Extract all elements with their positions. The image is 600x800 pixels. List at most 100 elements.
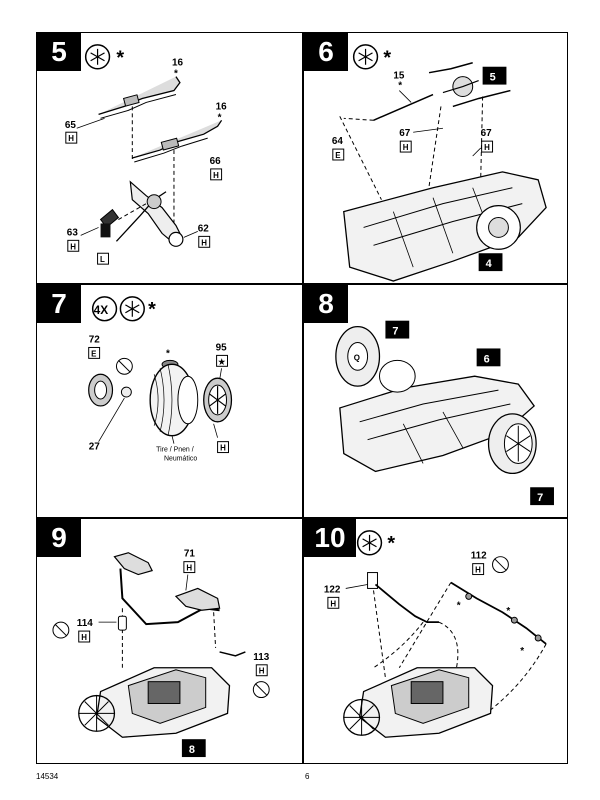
step-number: 7 [37, 285, 81, 323]
svg-text:*: * [218, 112, 222, 123]
svg-text:7: 7 [537, 492, 543, 504]
step-8-panel: 8 7 Q 6 7 [303, 284, 568, 518]
svg-text:H: H [68, 134, 74, 143]
no-glue-icon [115, 357, 133, 375]
chassis-frame [343, 171, 547, 282]
svg-text:15: 15 [393, 71, 405, 82]
svg-text:66: 66 [210, 156, 222, 167]
svg-text:H: H [330, 599, 336, 608]
svg-text:*: * [148, 299, 156, 321]
svg-text:Q: Q [354, 353, 360, 362]
front-wheel: Q [335, 325, 381, 387]
step-number: 6 [304, 33, 348, 71]
tire [149, 363, 199, 437]
glue-icon [356, 530, 383, 556]
svg-text:112: 112 [471, 551, 487, 562]
part-122-rod [367, 572, 439, 624]
glue-icon [119, 296, 145, 322]
wheel-rim [203, 377, 233, 423]
svg-text:62: 62 [198, 223, 210, 234]
svg-text:H: H [201, 238, 207, 247]
svg-text:71: 71 [184, 549, 196, 560]
svg-text:*: * [166, 348, 170, 359]
step-5-panel: 5 * 16 * 16 * [36, 32, 303, 284]
svg-text:67: 67 [481, 128, 493, 139]
step-number: 8 [304, 285, 348, 323]
svg-text:8: 8 [189, 744, 195, 756]
svg-text:6: 6 [484, 353, 490, 365]
engine-assembly [78, 667, 231, 738]
no-glue-icon [492, 556, 509, 574]
cement-star: * [116, 47, 124, 69]
multiplier-badge: 4X [91, 296, 118, 322]
ref-step-5: 5 [490, 72, 496, 84]
tire-label: Tire / Pnen / [156, 447, 194, 454]
svg-text:E: E [335, 151, 340, 160]
svg-text:★: ★ [218, 357, 226, 366]
svg-text:16: 16 [216, 101, 228, 112]
svg-text:67: 67 [399, 128, 411, 139]
part-71-bracket [113, 552, 221, 626]
svg-text:H: H [484, 143, 490, 152]
svg-text:*: * [383, 47, 391, 69]
instruction-grid: 5 * 16 * 16 * [36, 32, 568, 764]
svg-text:*: * [520, 646, 524, 657]
step-9-panel: 9 71 H 114 H 113 [36, 518, 303, 764]
svg-text:7: 7 [392, 326, 398, 338]
svg-text:H: H [70, 242, 76, 251]
no-glue-icon [252, 681, 270, 699]
part-112-bar [450, 581, 547, 645]
steering-linkage [99, 180, 184, 247]
step-10-panel: 10 * 112 H * * * 1 [303, 518, 568, 764]
step-number: 10 [304, 519, 356, 557]
svg-text:H: H [81, 633, 87, 642]
page-code: 14534 [36, 772, 59, 781]
step-6-panel: 6 * 5 15 * 64 E [303, 32, 568, 284]
rear-wheel [487, 413, 537, 475]
step-7-drawing: 4X * 72 E 27 * [88, 296, 233, 462]
engine-assembly [343, 667, 494, 738]
step-9-drawing: 71 H 114 H 113 H [52, 549, 270, 758]
glue-icon [84, 44, 111, 70]
svg-text:*: * [457, 600, 461, 611]
svg-text:Neumático: Neumático [164, 455, 197, 462]
svg-text:H: H [403, 143, 409, 152]
part-66-bar [132, 119, 223, 163]
svg-text:H: H [186, 564, 192, 573]
svg-text:H: H [220, 444, 226, 453]
ref-step-4: 4 [486, 258, 492, 270]
svg-text:114: 114 [77, 618, 93, 629]
step-5-drawing: * 16 * 16 * 65 H 66 [65, 44, 228, 265]
part-72-hub [88, 373, 114, 407]
step-6-drawing: * 5 15 * 64 E 67 H [332, 44, 547, 282]
svg-text:27: 27 [89, 442, 101, 453]
svg-text:*: * [174, 69, 178, 80]
svg-text:*: * [387, 533, 395, 555]
svg-text:H: H [259, 667, 265, 676]
step-10-drawing: * 112 H * * * 122 H [324, 530, 547, 738]
step-8-drawing: 7 Q 6 7 [335, 320, 554, 506]
svg-text:122: 122 [324, 584, 341, 595]
step-number: 5 [37, 33, 81, 71]
svg-text:H: H [213, 171, 219, 180]
svg-text:63: 63 [67, 227, 79, 238]
svg-text:H: H [475, 566, 481, 575]
svg-text:95: 95 [216, 342, 228, 353]
svg-text:*: * [398, 81, 402, 92]
svg-text:65: 65 [65, 120, 77, 131]
step-number: 9 [37, 519, 81, 557]
svg-text:E: E [91, 349, 96, 358]
linkage-subassembly [428, 62, 511, 108]
svg-text:*: * [506, 606, 510, 617]
svg-text:L: L [100, 255, 105, 264]
svg-text:72: 72 [89, 335, 101, 346]
svg-text:64: 64 [332, 136, 344, 147]
page-number: 6 [305, 772, 310, 781]
step-7-panel: 7 4X * 72 E [36, 284, 303, 518]
svg-text:113: 113 [253, 652, 269, 663]
glue-icon [352, 44, 379, 70]
part-16-label: 16 [172, 58, 184, 69]
part-65-bar [98, 76, 181, 119]
svg-text:4X: 4X [94, 303, 109, 317]
no-glue-icon [52, 621, 70, 639]
